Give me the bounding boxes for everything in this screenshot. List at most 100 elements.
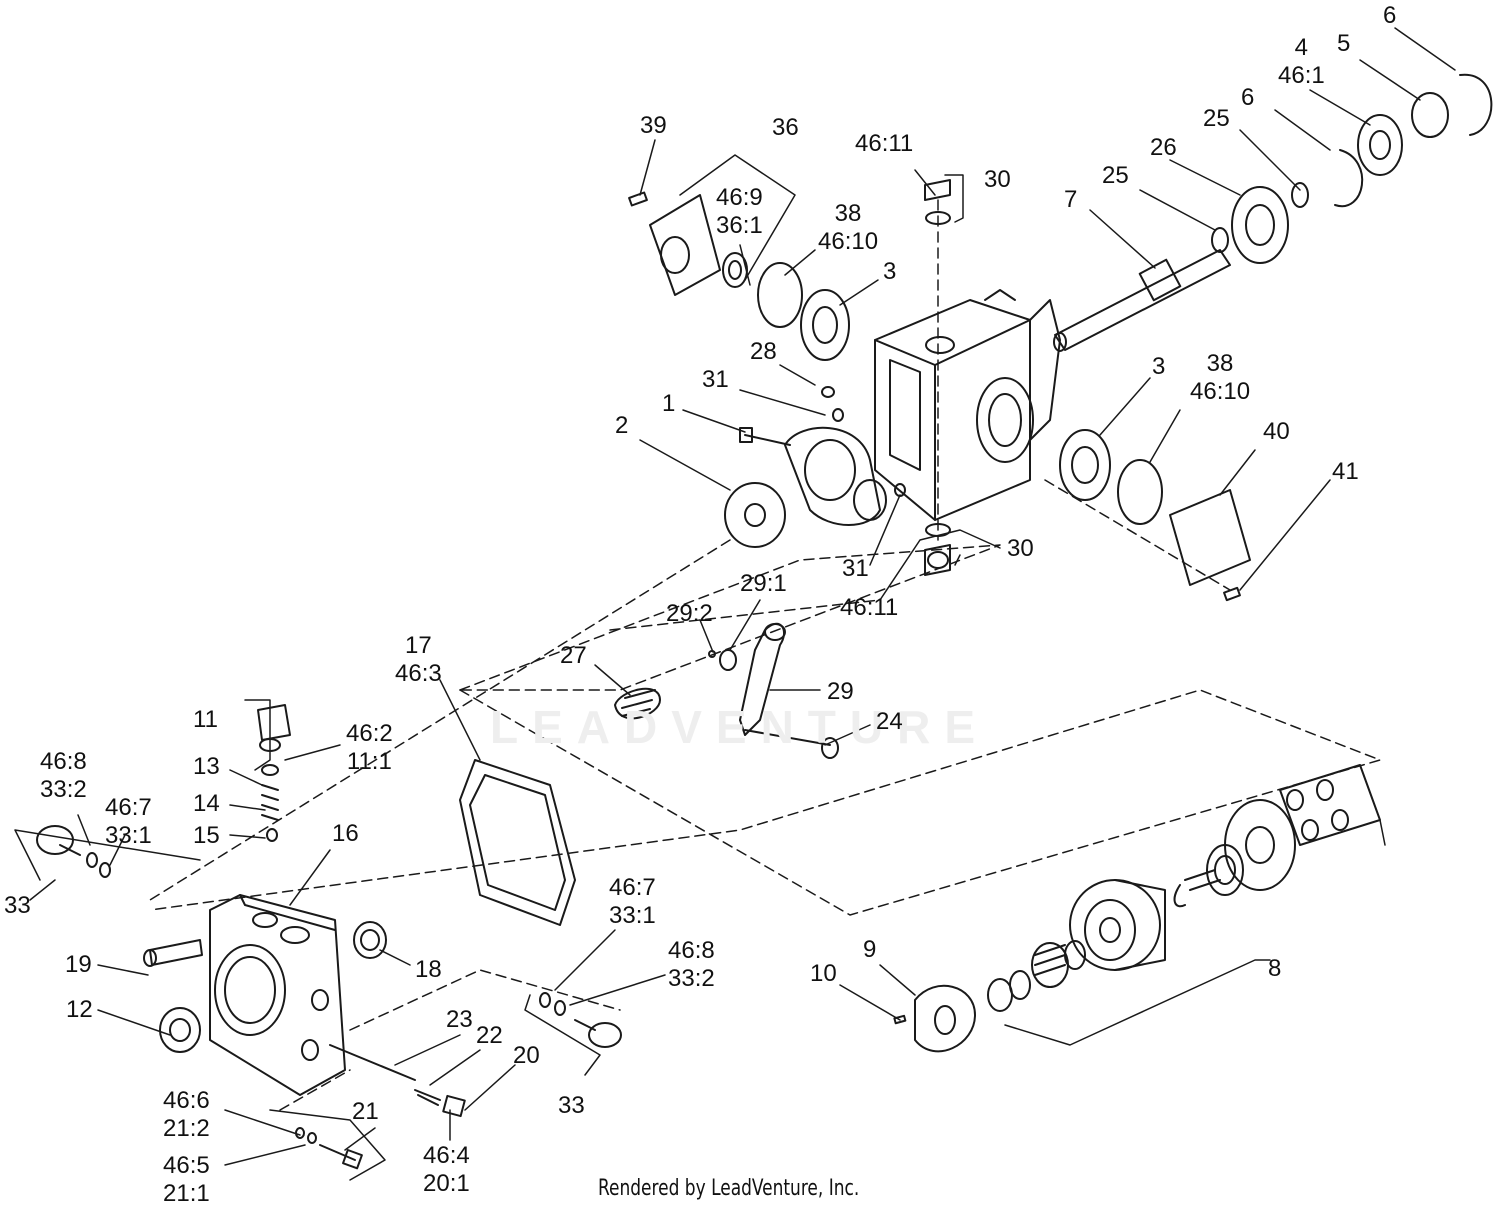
callout-line-1: 23 xyxy=(446,1006,473,1033)
callout-21[interactable]: 21 xyxy=(352,1098,379,1126)
callout-39[interactable]: 39 xyxy=(640,112,667,140)
callout-23[interactable]: 23 xyxy=(446,1006,473,1034)
callout-line-1: 8 xyxy=(1268,955,1282,982)
callout-line-1: 26 xyxy=(1150,134,1177,161)
callout-line-1: 29 xyxy=(827,678,854,705)
callout-7[interactable]: 7 xyxy=(1064,186,1077,214)
callout-27[interactable]: 27 xyxy=(560,642,587,670)
end-cap xyxy=(36,704,622,1170)
callout-31[interactable]: 31 xyxy=(842,555,869,583)
callout-line-1: 7 xyxy=(1064,186,1078,213)
swash-plate xyxy=(724,386,1251,602)
callout-line-1: 29:1 xyxy=(740,570,787,597)
callout-46-11[interactable]: 46:11 xyxy=(840,594,898,622)
callout-15[interactable]: 15 xyxy=(193,822,220,850)
callout-line-1: 13 xyxy=(193,753,220,780)
callout-46-11[interactable]: 46:11 xyxy=(855,130,913,158)
callout-8[interactable]: 8 xyxy=(1268,955,1281,983)
callout-line-1: 6 xyxy=(1383,2,1397,29)
callout-line-1: 16 xyxy=(332,820,359,847)
top-left-cover xyxy=(628,179,951,361)
callout-29-1[interactable]: 29:1 xyxy=(740,570,787,598)
callout-line-1: 31 xyxy=(702,366,729,393)
callout-line-2: 46:1 xyxy=(1278,62,1325,89)
callout-6[interactable]: 6 xyxy=(1241,84,1254,112)
callout-line-1: 11 xyxy=(193,706,218,733)
callout-12[interactable]: 12 xyxy=(66,996,93,1024)
callout-10[interactable]: 10 xyxy=(810,960,837,988)
callout-line-1: 30 xyxy=(1007,535,1034,562)
callout-30[interactable]: 30 xyxy=(1007,535,1034,563)
watermark: LEADVENTURE xyxy=(490,701,990,753)
callout-line-1: 25 xyxy=(1203,105,1230,132)
callout-1[interactable]: 1 xyxy=(662,390,675,418)
callout-line-1: 39 xyxy=(640,112,667,139)
callout-line-1: 3 xyxy=(883,258,897,285)
callout-line-1: 24 xyxy=(876,708,903,735)
callout-33[interactable]: 33 xyxy=(558,1092,585,1120)
callout-line-1: 30 xyxy=(984,166,1011,193)
callout-9[interactable]: 9 xyxy=(863,936,876,964)
callout-line-1: 5 xyxy=(1337,30,1351,57)
callout-line-1: 38 xyxy=(1206,350,1234,377)
callout-36[interactable]: 36 xyxy=(772,114,799,142)
callout-18[interactable]: 18 xyxy=(415,956,442,984)
callout-28[interactable]: 28 xyxy=(750,338,777,366)
shaft-assembly xyxy=(1053,73,1493,352)
callout-line-1: 38 xyxy=(834,200,862,227)
callout-line-1: 46:2 xyxy=(346,720,393,747)
callout-29[interactable]: 29 xyxy=(827,678,854,706)
callout-line-1: 31 xyxy=(842,555,869,582)
callout-2[interactable]: 2 xyxy=(615,412,628,440)
leader-lines xyxy=(14,27,1456,1181)
callout-line-2: 33:2 xyxy=(40,776,87,803)
callout-22[interactable]: 22 xyxy=(476,1022,503,1050)
callout-24[interactable]: 24 xyxy=(876,708,903,736)
callout-line-1: 27 xyxy=(560,642,587,669)
callout-26[interactable]: 26 xyxy=(1150,134,1177,162)
callout-line-1: 20 xyxy=(513,1042,540,1069)
callout-5[interactable]: 5 xyxy=(1337,30,1350,58)
callout-line-1: 10 xyxy=(810,960,837,987)
callout-line-1: 1 xyxy=(662,390,676,417)
callout-line-1: 17 xyxy=(405,632,432,659)
callout-3[interactable]: 3 xyxy=(1152,353,1165,381)
footer-credit: Rendered by LeadVenture, Inc. xyxy=(598,1176,860,1201)
callout-line-1: 46:11 xyxy=(855,130,914,157)
callout-line-1: 19 xyxy=(65,951,92,978)
callout-29-2[interactable]: 29:2 xyxy=(666,600,713,628)
callout-40[interactable]: 40 xyxy=(1263,418,1290,446)
callout-11[interactable]: 11 xyxy=(193,706,218,734)
callout-line-1: 15 xyxy=(193,822,220,849)
callout-33[interactable]: 33 xyxy=(4,892,31,920)
callout-30[interactable]: 30 xyxy=(984,166,1011,194)
callout-line-1: 22 xyxy=(476,1022,503,1049)
callout-3[interactable]: 3 xyxy=(883,258,896,286)
callout-line-2: 33:2 xyxy=(668,965,715,992)
callout-13[interactable]: 13 xyxy=(193,753,220,781)
callout-25[interactable]: 25 xyxy=(1102,162,1129,190)
callout-19[interactable]: 19 xyxy=(65,951,92,979)
callout-16[interactable]: 16 xyxy=(332,820,359,848)
callout-20[interactable]: 20 xyxy=(513,1042,540,1070)
callout-25[interactable]: 25 xyxy=(1203,105,1230,133)
callout-6[interactable]: 6 xyxy=(1383,2,1396,30)
callout-14[interactable]: 14 xyxy=(193,790,220,818)
callout-41[interactable]: 41 xyxy=(1332,458,1359,486)
callout-line-2: 20:1 xyxy=(423,1170,470,1197)
callout-line-2: 36:1 xyxy=(716,212,763,239)
callout-31[interactable]: 31 xyxy=(702,366,729,394)
